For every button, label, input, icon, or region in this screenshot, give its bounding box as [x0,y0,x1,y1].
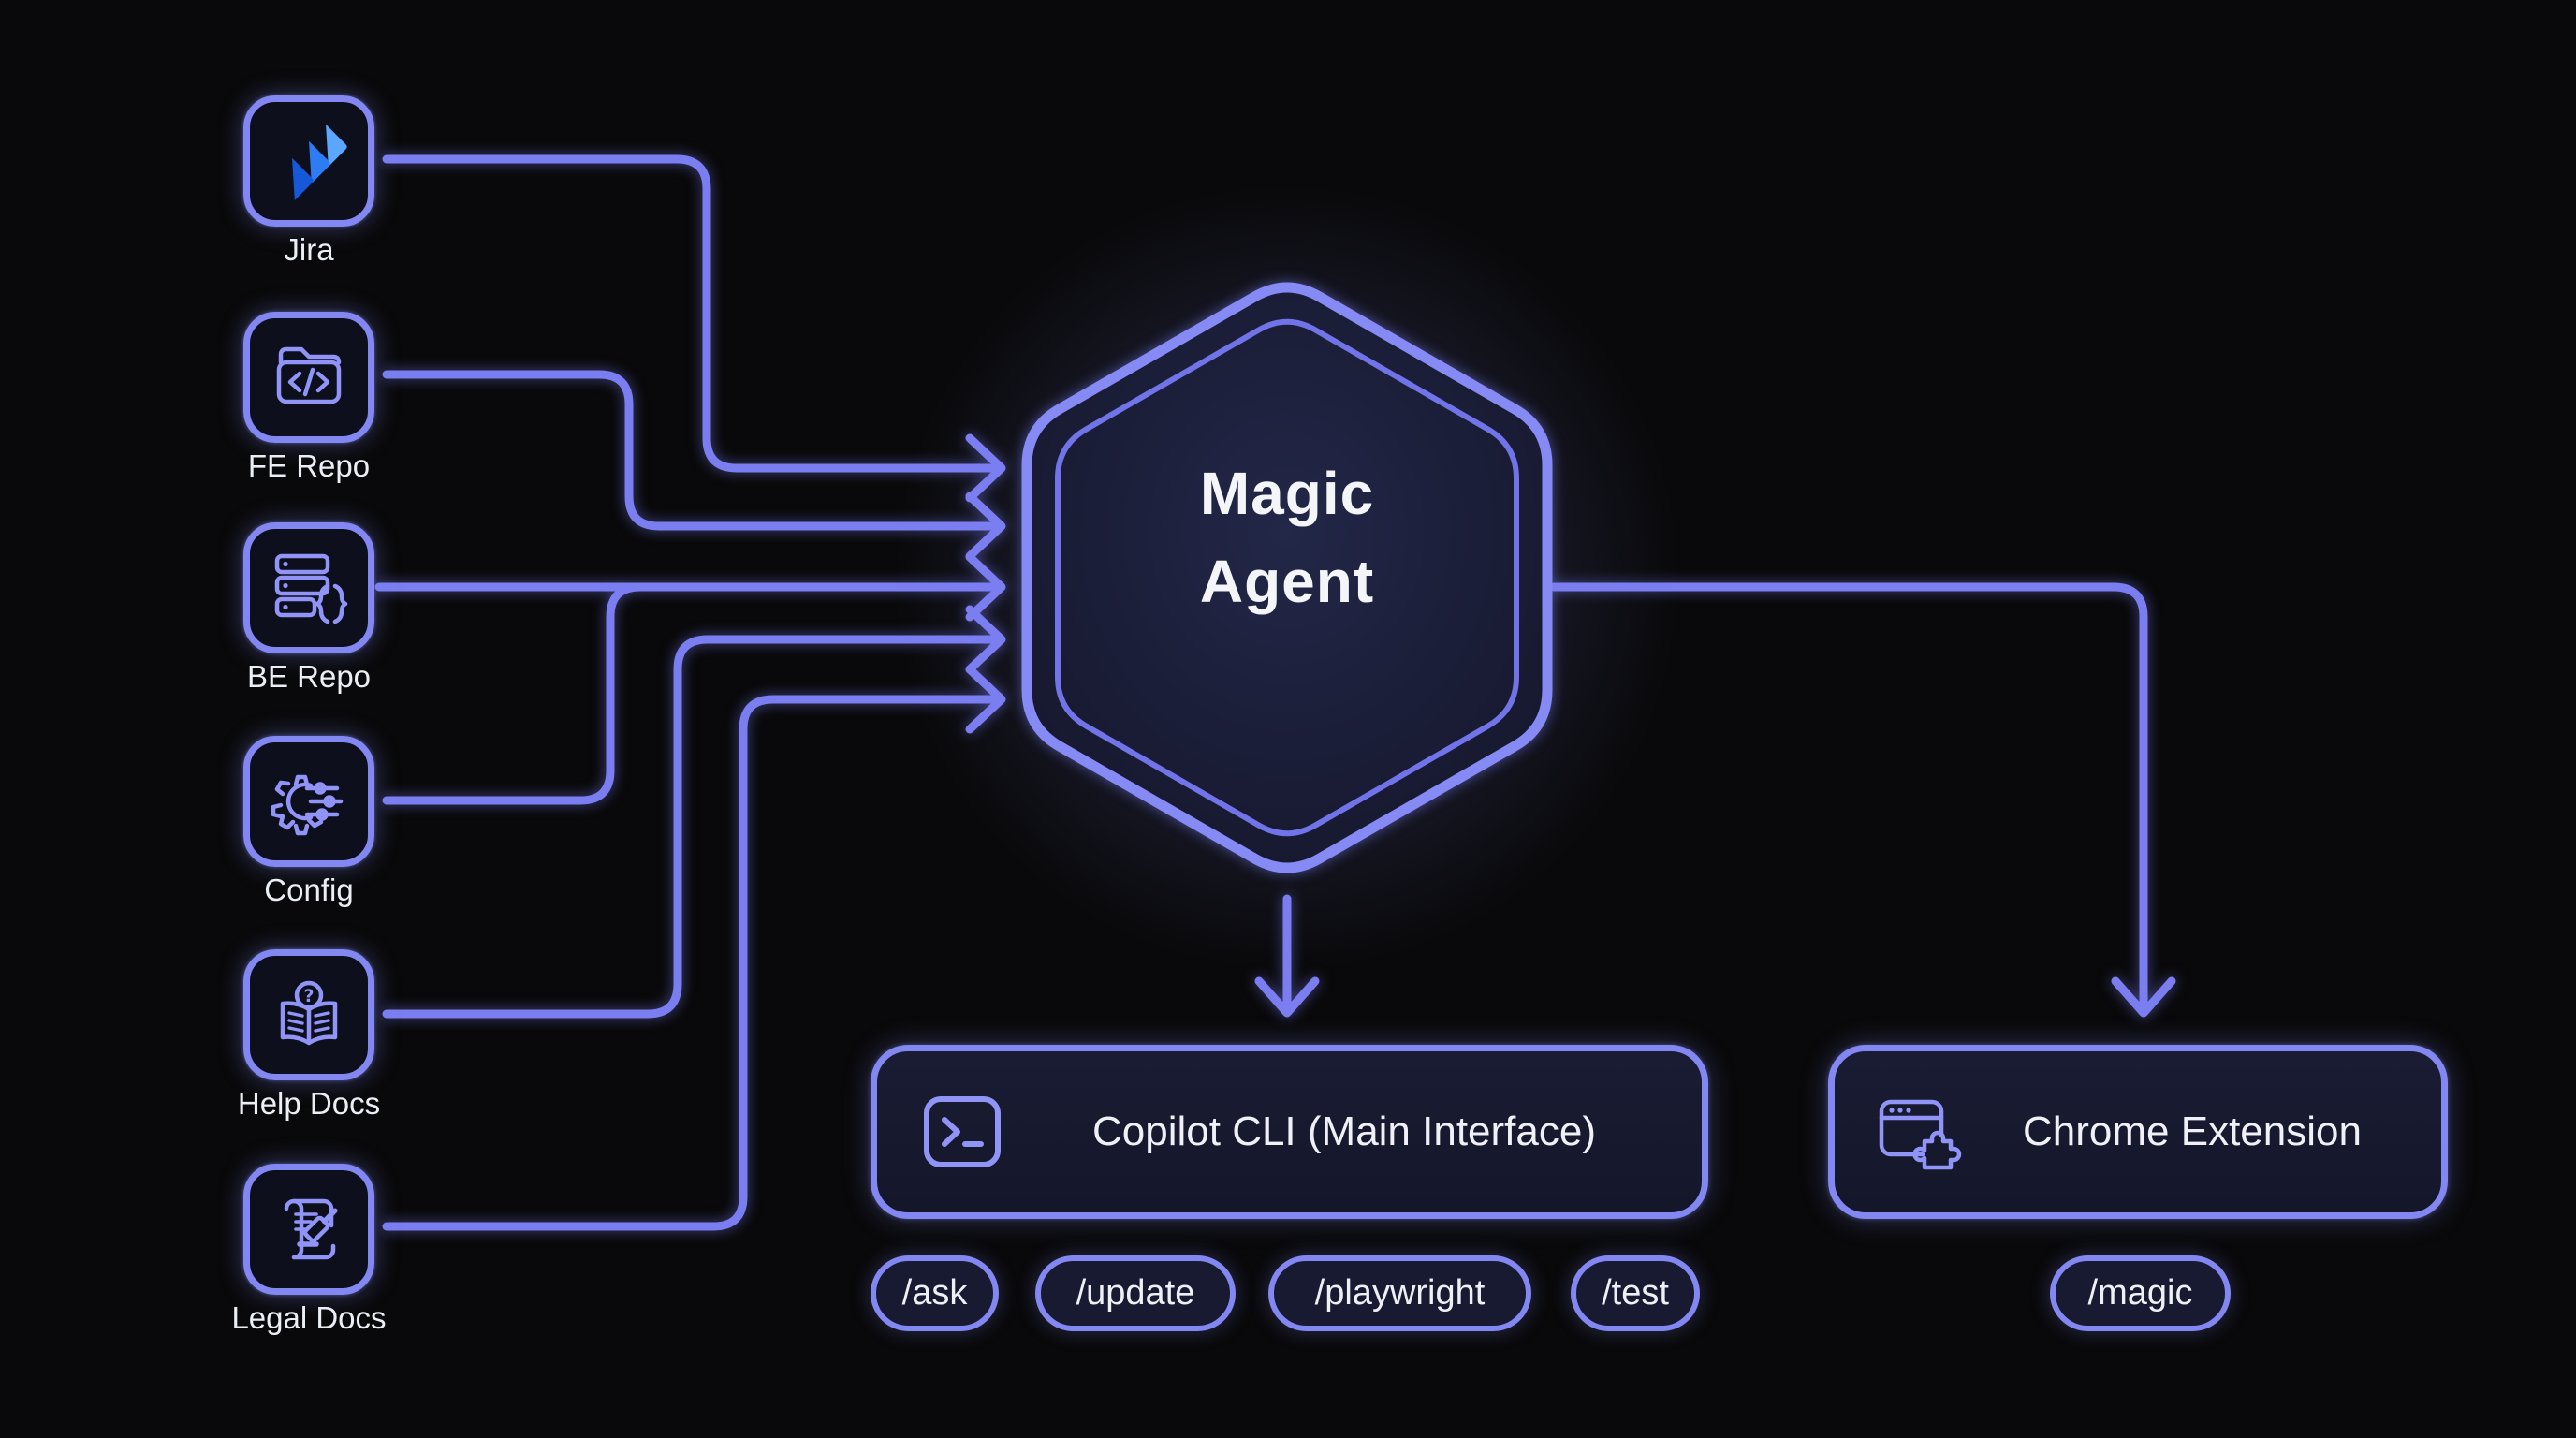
pill-label: /test [1602,1273,1669,1313]
node-legal-docs [243,1164,374,1295]
terminal-icon [919,1089,1005,1175]
svg-text:?: ? [303,986,314,1006]
label-be-repo: BE Repo [246,659,372,694]
command-pill-ask: /ask [871,1255,999,1331]
jira-icon [292,124,347,201]
pill-label: /magic [2087,1273,2193,1313]
command-pill-magic: /magic [2050,1255,2231,1331]
pill-label: /ask [901,1273,968,1313]
label-fe-repo: FE Repo [247,448,371,483]
wire-fe-repo [382,370,999,531]
node-jira [243,95,374,227]
label-help-docs: Help Docs [237,1086,381,1121]
agent-hexagon-inner [1055,318,1519,837]
wire-agent-to-extension [1549,582,2148,1012]
pill-label: /playwright [1314,1273,1486,1313]
command-pill-update: /update [1035,1255,1236,1331]
label-config: Config [264,873,354,907]
gear-sliders-icon [271,774,344,836]
label-jira: Jira [284,232,334,267]
scroll-gavel-icon [284,1198,338,1260]
wire-help-docs [382,635,999,1019]
agent-title: Magic Agent [1053,449,1521,625]
book-question-icon: ? [280,980,338,1046]
label-legal-docs: Legal Docs [231,1300,387,1335]
arrowhead-extension [2111,976,2176,1018]
node-help-docs: ? [243,949,374,1080]
code-folder-icon [276,346,342,404]
wire-legal-docs [382,695,999,1231]
arrowhead-in-5 [965,665,1006,734]
wire-jira [382,154,999,473]
agent-title-line1: Magic [1199,460,1375,527]
arrowhead-in-2 [965,492,1006,561]
command-pill-test: /test [1571,1255,1700,1331]
node-chrome-extension: Chrome Extension [1828,1045,2448,1219]
node-copilot-cli: Copilot CLI (Main Interface) [871,1045,1708,1219]
extension-title: Chrome Extension [2023,1108,2362,1154]
arrowhead-cli [1254,976,1320,1018]
node-fe-repo [243,312,374,443]
agent-title-line2: Agent [1199,548,1375,615]
cli-title: Copilot CLI (Main Interface) [1092,1108,1596,1154]
arrowhead-in-4 [965,605,1006,674]
agent-hexagon-outer [1021,282,1553,873]
wire-config [382,582,999,805]
node-be-repo [243,522,374,653]
arrowhead-in-1 [965,433,1006,503]
command-pill-playwright: /playwright [1268,1255,1531,1331]
node-config [243,736,374,867]
browser-puzzle-icon [1872,1087,1962,1177]
server-braces-icon [274,553,348,624]
pill-label: /update [1076,1273,1195,1313]
arrowhead-in-3 [965,552,1006,622]
